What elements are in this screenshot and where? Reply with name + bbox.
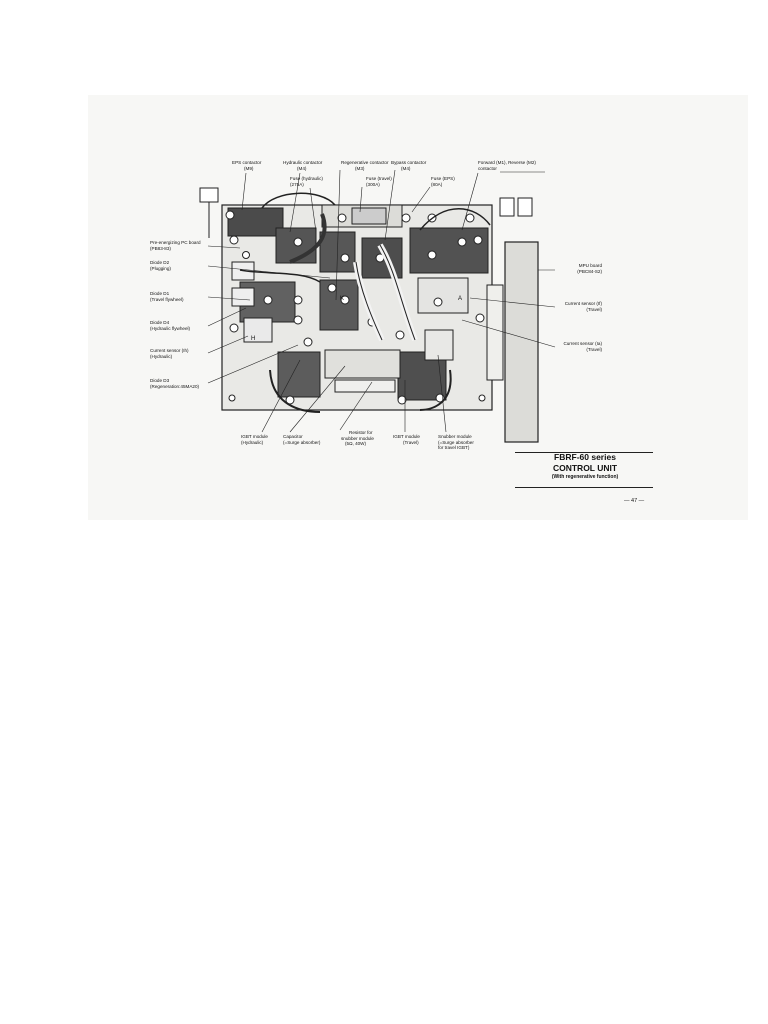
label-forward-reverse-contactor: Forward (M1), Reverse (M2)contactor bbox=[478, 160, 536, 171]
eps-contactor-body bbox=[227, 207, 284, 237]
label-igbt-module-travel: IGBT module(Travel) bbox=[393, 434, 420, 445]
board-mark-a: A bbox=[458, 296, 462, 302]
page-number: — 47 — bbox=[624, 498, 645, 504]
label-hydraulic-contactor: Hydraulic contactor(M4) bbox=[283, 160, 323, 171]
mpu-board bbox=[504, 241, 539, 443]
label-current-sensor-ia: Current sensor (Ia)(Travel) bbox=[563, 341, 602, 352]
label-eps-contactor: EPS contactor(M9) bbox=[232, 160, 262, 171]
title-subtitle: (With regenerative function) bbox=[551, 474, 619, 480]
board-mark-k: K bbox=[340, 296, 344, 302]
label-fuse-hydraulic: Fuse (hydraulic)(275A) bbox=[290, 176, 323, 187]
label-fuse-travel: Fuse (travel)(300A) bbox=[366, 176, 392, 187]
title-block: FBRF-60 series CONTROL UNIT (With regene… bbox=[515, 452, 655, 481]
title-rule-top bbox=[515, 452, 653, 453]
label-capacitor: Capacitor(=Surge absorber) bbox=[283, 434, 321, 445]
title-series: FBRF-60 series bbox=[554, 452, 616, 462]
label-current-sensor-if: Current sensor (If)(Travel) bbox=[564, 301, 602, 312]
label-diode-d4: Diode D4(Hydraulic flywheel) bbox=[150, 320, 191, 331]
label-current-sensor-ih: Current sensor (Ih)(Hydraulic) bbox=[150, 348, 189, 359]
label-igbt-module-hydraulic: IGBT module(Hydraulic) bbox=[241, 434, 268, 445]
title-rule-bottom bbox=[515, 487, 653, 488]
board-mark-h: H bbox=[251, 336, 255, 342]
title-control-unit: CONTROL UNIT bbox=[552, 463, 618, 473]
label-diode-d1: Diode D1(Travel flywheel) bbox=[150, 291, 184, 302]
label-diode-d2: Diode D2(Plugging) bbox=[150, 260, 171, 271]
label-regenerative-contactor: Regenerative contactor(M3) bbox=[341, 160, 389, 171]
label-mpu-board: MPU board(PBC84-S2) bbox=[577, 263, 602, 274]
label-pre-energizing-pc-board: Pre-energizing PC board(PB83-83) bbox=[150, 240, 201, 251]
igbt-hydraulic-body bbox=[277, 351, 321, 398]
label-fuse-eps: Fuse (EPS)(80A) bbox=[431, 176, 455, 187]
label-diode-d3: Diode D3(Regeneration:45MA20) bbox=[150, 378, 200, 389]
forward-reverse-contactor-body bbox=[409, 227, 489, 274]
label-bypass-contactor: Bypass contactor(M4) bbox=[391, 160, 427, 171]
